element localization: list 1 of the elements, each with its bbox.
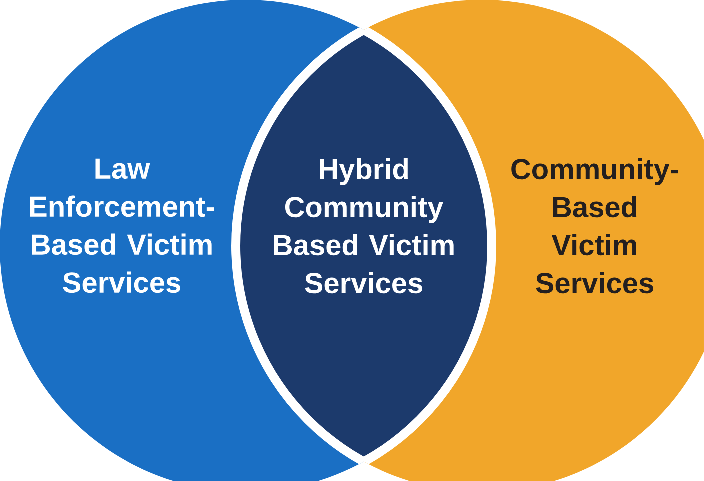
lens: Hybrid Community Based Victim Services — [236, 0, 496, 481]
